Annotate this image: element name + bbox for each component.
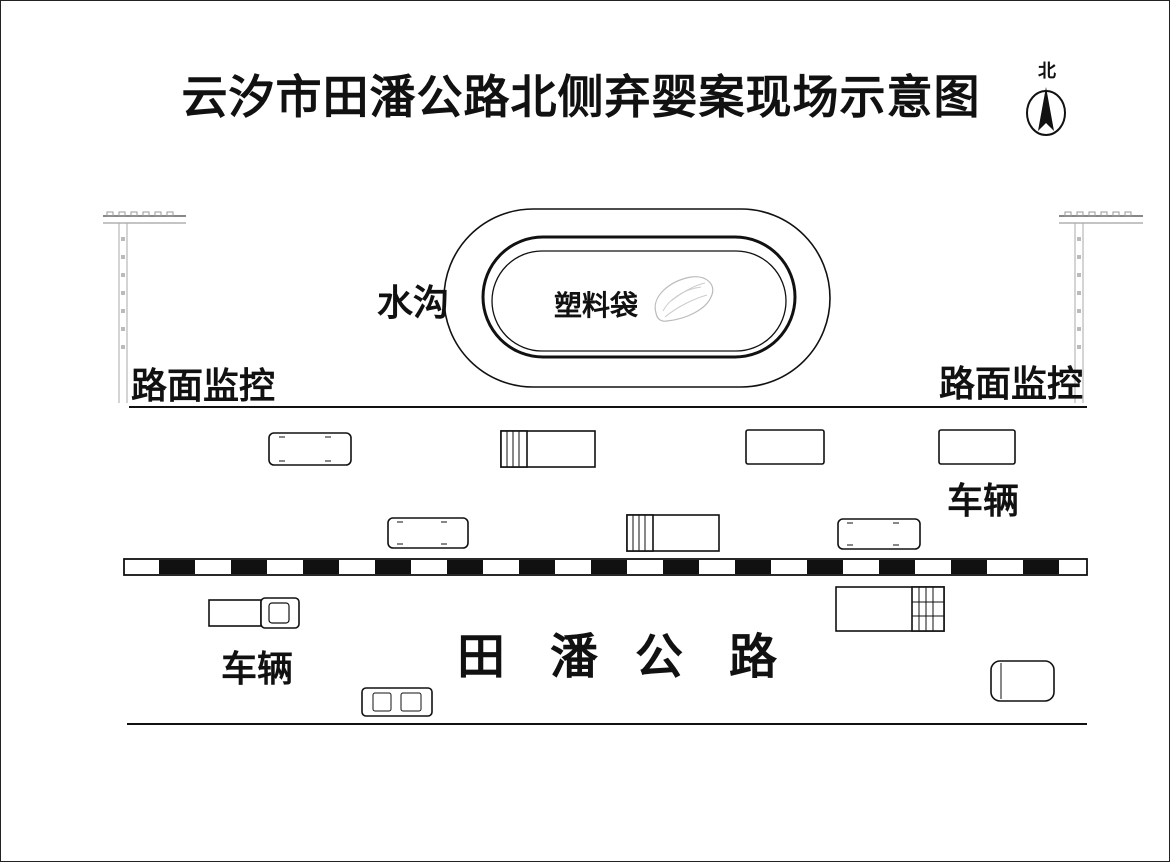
road-name: 田 潘 公 路 (457, 629, 778, 685)
vehicle-car-2 (745, 429, 825, 465)
divider-dash (807, 560, 843, 574)
divider-dash (159, 560, 195, 574)
divider-dash (303, 560, 339, 574)
plastic-bag-icon (654, 276, 714, 322)
page-title: 云汐市田潘公路北侧弃婴案现场示意图 (182, 70, 981, 124)
bag-label: 塑料袋 (554, 289, 639, 322)
monitor-label-right: 路面监控 (939, 363, 1083, 405)
divider-dash (735, 560, 771, 574)
divider-dash (375, 560, 411, 574)
monitor-label-left: 路面监控 (131, 365, 275, 407)
vehicle-truck-1 (500, 430, 596, 468)
vehicle-car-4 (387, 517, 469, 549)
vehicle-truck-4 (835, 586, 945, 632)
road-name-char-3: 公 (635, 629, 683, 685)
monitor-pole-left (103, 211, 186, 403)
road-name-char-1: 田 (457, 629, 505, 685)
divider-dash (951, 560, 987, 574)
divider-dash (591, 560, 627, 574)
vehicle-truck-3 (208, 597, 300, 629)
vehicle-car-7 (990, 660, 1055, 702)
divider-dash (879, 560, 915, 574)
ditch-label: 水沟 (377, 282, 449, 324)
road-name-char-4: 路 (729, 629, 778, 685)
vehicles-label-upper: 车辆 (947, 480, 1019, 522)
ditch (443, 208, 831, 388)
divider-dash (519, 560, 555, 574)
divider-dash (447, 560, 483, 574)
monitor-pole-right (1059, 211, 1143, 403)
divider-dash (663, 560, 699, 574)
center-divider (123, 558, 1088, 576)
vehicles-label-lower: 车辆 (221, 648, 293, 690)
north-label: 北 (1038, 61, 1056, 82)
vehicle-car-1 (268, 432, 352, 466)
north-arrow-icon: 北 (1026, 61, 1066, 136)
vehicle-car-5 (837, 518, 921, 550)
vehicle-car-6 (361, 687, 433, 717)
road-name-char-2: 潘 (550, 629, 599, 685)
divider-dash (231, 560, 267, 574)
divider-dash (1023, 560, 1059, 574)
vehicle-car-3 (938, 429, 1016, 465)
vehicle-truck-2 (626, 514, 720, 552)
